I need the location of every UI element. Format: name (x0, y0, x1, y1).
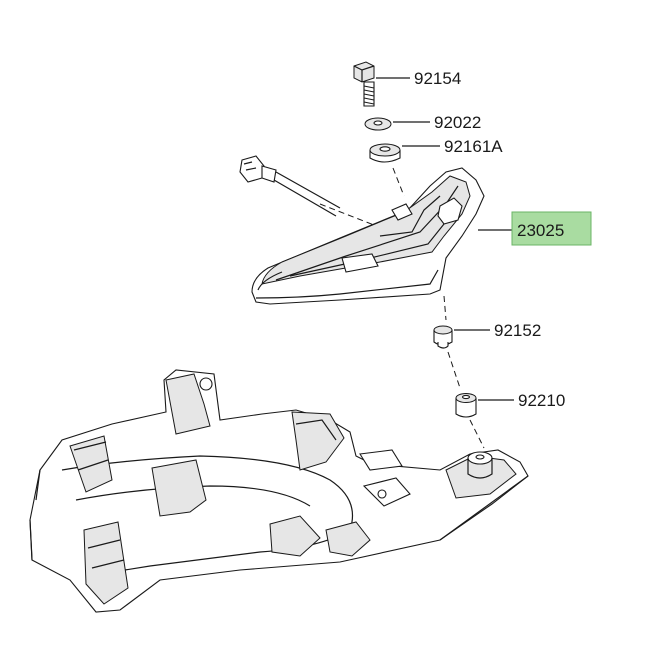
part-number-bolt: 92154 (414, 69, 461, 88)
part-number-grommet: 92161A (444, 137, 503, 156)
spacer-part[interactable] (455, 393, 477, 418)
grommet-part[interactable] (369, 143, 401, 163)
part-number-collar: 92152 (494, 321, 541, 340)
part-number-washer: 92022 (434, 113, 481, 132)
washer-part[interactable] (364, 117, 392, 131)
tail-lamp-part[interactable] (239, 155, 485, 305)
bolt-part[interactable] (353, 61, 375, 107)
highlight-box (511, 211, 592, 246)
collar-part[interactable] (433, 325, 453, 349)
part-number-spacer: 92210 (518, 391, 565, 410)
part-number-tail-lamp: 23025 (517, 221, 564, 240)
rear-frame (29, 369, 529, 613)
